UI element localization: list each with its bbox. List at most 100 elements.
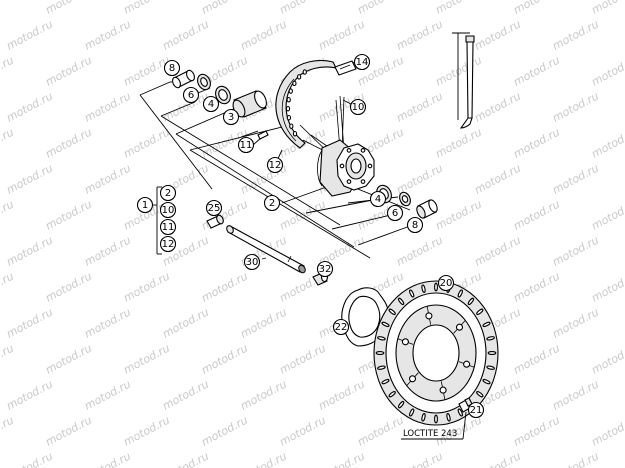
watermark-text: motod.ru [4,233,55,268]
callout-ring [237,136,255,154]
watermark-text: motod.ru [316,449,367,468]
callout-number: 1 [142,200,148,211]
watermark-text: motod.ru [82,161,133,196]
callout-25: 25 [205,199,223,217]
callout-2: 2 [263,194,281,212]
hub-bolt-hole [339,163,345,169]
callout-number: 6 [392,208,398,219]
watermark-text: motod.ru [160,449,211,468]
disc-cooling-slot [487,351,497,355]
watermark-text: motod.ru [394,161,445,196]
callout-number: 6 [188,90,194,101]
watermark-text: motod.ru [511,53,562,88]
watermark-text: motod.ru [550,161,601,196]
wheel-axle [226,225,306,274]
watermark-text: motod.ru [82,377,133,412]
watermark-text: motod.ru [550,305,601,340]
hub-bolt-hole [367,163,373,169]
svg-text:LOCTITE 243: LOCTITE 243 [403,429,457,439]
watermark-text: motod.ru [0,269,16,304]
kit-item-10: 10 [159,201,177,219]
watermark-text: motod.ru [0,197,16,232]
watermark-text: motod.ru [238,449,289,468]
hub-bolt-hole [346,148,352,153]
watermark-text: motod.ru [4,305,55,340]
hub-bolt-hole [360,148,366,153]
callout-number: 32 [319,264,332,275]
disc-cooling-slot [476,391,484,398]
callout-ring [467,401,485,419]
watermark-text: motod.ru [589,197,625,232]
callout-14: 14 [353,53,371,71]
callout-6: 6 [386,204,404,222]
rim-hole [289,123,294,129]
disc-cooling-slot [457,408,463,417]
kit-item-number: 11 [162,222,175,233]
callout-10: 10 [349,98,367,116]
watermark-text: motod.ru [238,377,289,412]
disc-lightening-hole [455,323,464,331]
watermark-text: motod.ru [277,0,328,17]
callout-number: 22 [335,322,348,333]
watermark-text: motod.ru [199,341,250,376]
rim-hole [288,88,293,94]
watermark-text: motod.ru [472,233,523,268]
watermark-text: motod.ru [199,0,250,17]
disc-cooling-slot [446,413,451,422]
watermark-text: motod.ru [433,197,484,232]
watermark-text: motod.ru [121,53,172,88]
callout-20: 20 [437,274,455,292]
watermark-text: motod.ru [316,17,367,52]
callout-11: 11 [237,136,255,154]
rim-hole [286,96,291,103]
disc-cooling-slot [409,408,415,417]
watermark-text: motod.ru [550,233,601,268]
callout-ring [386,204,404,222]
watermark-text: motod.ru [472,17,523,52]
callout-number: 3 [228,112,234,123]
watermark-text: motod.ru [511,413,562,448]
disc-lightening-hole [463,360,471,368]
callout-number: 20 [440,278,453,289]
watermark-text: motod.ru [433,125,484,160]
watermark-text: motod.ru [121,413,172,448]
hub [317,139,375,197]
callout-number: 8 [412,220,418,231]
hub-bolt-hole [360,179,366,184]
rim-holes [285,69,307,137]
watermark-text: motod.ru [433,53,484,88]
callout-30: 30 [243,253,261,271]
callout-ring [222,108,240,126]
watermark-text: motod.ru [121,125,172,160]
kit-item-12: 12 [159,235,177,253]
watermark-text: motod.ru [43,341,94,376]
disc-cooling-slot [377,336,386,341]
callout-number: 14 [356,57,369,68]
callout-ring [136,196,154,214]
disc-cooling-slot [486,365,495,370]
watermark-text: motod.ru [4,17,55,52]
callout-number: 25 [208,203,221,214]
watermark-text: motod.ru [0,413,16,448]
watermark-text: motod.ru [589,341,625,376]
kit-item-number: 2 [165,188,171,199]
rim-hole [286,114,292,121]
watermark-text: motod.ru [0,53,16,88]
watermark-text: motod.ru [589,269,625,304]
disc-cooling-slot [486,336,495,341]
watermark-text: motod.ru [589,0,625,17]
callout-ring [205,199,223,217]
disc-cooling-slot [457,289,463,298]
kit-item-ring [159,184,177,202]
watermark-text: motod.ru [394,449,445,468]
callout-ring [369,190,387,208]
disc-lightening-hole [439,386,447,394]
callout-8: 8 [406,216,424,234]
watermark-text: motod.ru [511,341,562,376]
kit-item-number: 10 [162,205,175,216]
long-bolt [459,35,475,129]
oil-seal-right [399,191,411,207]
watermark-text: motod.ru [472,161,523,196]
